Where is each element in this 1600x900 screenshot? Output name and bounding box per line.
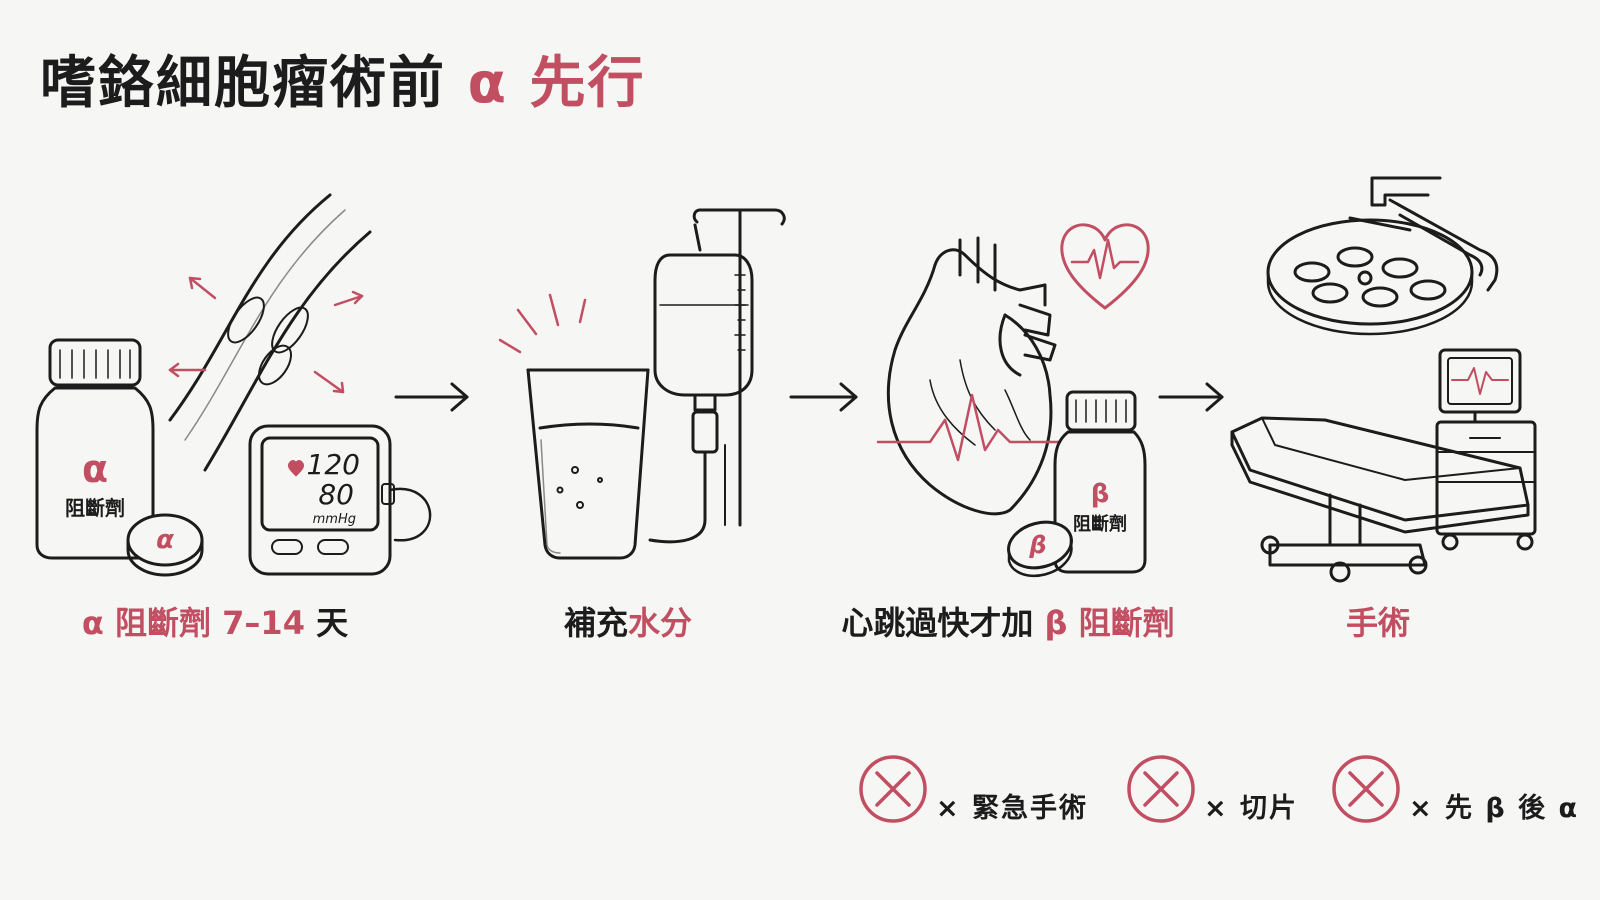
- step-label-surgery: 手術: [1346, 598, 1410, 644]
- arrow-right-icon: [1158, 382, 1224, 412]
- alpha-pill-symbol: α: [156, 525, 174, 555]
- warning-beta-before-alpha: × 先 β 後 α: [1409, 770, 1579, 840]
- step-2-label-accent: 水分: [628, 604, 693, 642]
- warning-biopsy: × 切片: [1204, 770, 1298, 840]
- step-1-days: 7–14: [222, 604, 305, 642]
- step-3-label-accent: β 阻斷劑: [1044, 604, 1175, 642]
- step-2-label-pre: 補充: [563, 604, 628, 642]
- beta-bottle-symbol: β: [1091, 479, 1110, 509]
- beta-bottle-label: 阻斷劑: [1073, 513, 1127, 535]
- warning-emergency-surgery: × 緊急手術: [936, 770, 1088, 840]
- beta-blocker-bottle-icon: [1053, 390, 1147, 574]
- bp-systolic-value: 120: [307, 448, 360, 481]
- bp-unit: mmHg: [313, 512, 356, 527]
- warning-text: × 先 β 後 α: [1409, 792, 1580, 824]
- blood-pressure-monitor-icon: [248, 424, 432, 576]
- step-1-label-post: 天: [304, 604, 349, 642]
- dilated-blood-vessel-icon: [168, 193, 372, 472]
- alpha-pill-icon: [126, 513, 204, 577]
- prohibited-icon: [1127, 755, 1195, 823]
- page-title: 嗜鉻細胞瘤術前 α 先行: [40, 38, 645, 119]
- arrow-right-icon: [789, 382, 858, 412]
- beta-pill-icon: [1007, 520, 1073, 578]
- water-glass-icon: [498, 293, 650, 560]
- step-3-label-pre: 心跳過快才加: [841, 604, 1045, 642]
- operating-table-icon: [1230, 416, 1530, 583]
- vital-sign-monitor-icon: [1435, 348, 1537, 551]
- prohibited-icon: [1332, 755, 1400, 823]
- step-4-label: 手術: [1345, 604, 1411, 642]
- step-label-beta-blocker: 心跳過快才加 β 阻斷劑: [841, 598, 1174, 644]
- step-label-alpha-blocker: α 阻斷劑 7–14 天: [82, 598, 348, 644]
- title-main: 嗜鉻細胞瘤術前: [40, 51, 446, 116]
- iv-drip-bag-icon: [648, 208, 786, 544]
- surgical-lamp-icon: [1266, 176, 1499, 336]
- bp-diastolic-value: 80: [318, 478, 354, 511]
- warning-text: × 緊急手術: [936, 792, 1089, 824]
- alpha-bottle-label: 阻斷劑: [65, 496, 125, 520]
- ecg-line-icon: [876, 393, 1062, 462]
- heart-rate-icon: [1060, 223, 1150, 310]
- step-label-hydration: 補充水分: [564, 598, 692, 644]
- title-accent: α 先行: [467, 51, 646, 116]
- warning-text: × 切片: [1204, 792, 1299, 824]
- step-1-label-pre: α 阻斷劑: [81, 604, 223, 642]
- beta-pill-symbol: β: [1028, 531, 1046, 559]
- heart-organ-icon: [886, 236, 1057, 516]
- alpha-bottle-symbol: α: [82, 447, 108, 491]
- prohibited-icon: [859, 755, 927, 823]
- arrow-right-icon: [394, 382, 469, 412]
